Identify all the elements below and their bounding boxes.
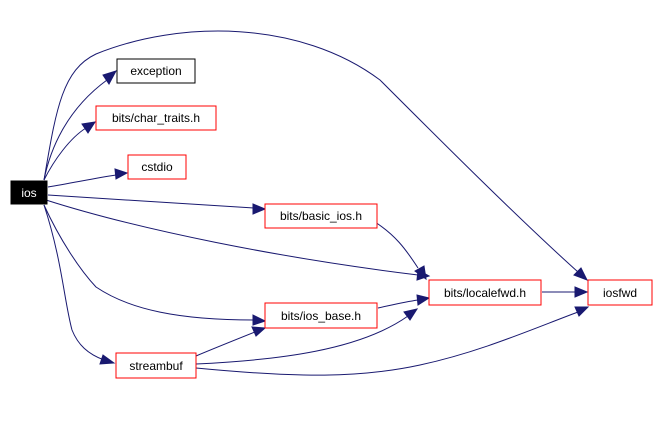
node-ios[interactable]: ios [10,180,48,205]
edge-streambuf-to-iosfwd-arrowhead [574,306,590,317]
edge-basic-ios-to-localefwd-arrowhead [414,265,427,281]
node-ios-base[interactable]: bits/ios_base.h [264,302,378,329]
edge-ios-to-streambuf [43,204,105,361]
edge-ios-to-ios-base-arrowhead [252,314,267,326]
edge-ios-to-exception-arrowhead [102,70,118,85]
edges [43,30,590,376]
node-ios-base-label: bits/ios_base.h [281,309,361,323]
edge-ios-to-localefwd [45,199,419,276]
edge-ios-to-iosfwd [43,30,579,273]
node-streambuf-label: streambuf [129,359,183,373]
edge-ios-to-char-traits [43,127,87,181]
node-ios-label: ios [21,186,36,200]
node-basic-ios[interactable]: bits/basic_ios.h [264,203,378,229]
node-cstdio[interactable]: cstdio [127,154,187,180]
node-iosfwd[interactable]: iosfwd [587,279,653,306]
edge-streambuf-to-ios-base [195,331,256,357]
node-exception[interactable]: exception [116,58,196,84]
edge-basic-ios-to-localefwd [374,221,419,269]
edge-streambuf-to-localefwd [195,315,409,365]
node-char-traits[interactable]: bits/char_traits.h [95,105,217,131]
edge-ios-base-to-localefwd-arrowhead [416,294,431,306]
node-exception-label: exception [130,64,181,78]
edge-streambuf-to-iosfwd [195,311,579,376]
edge-ios-to-ios-base [43,204,255,321]
node-streambuf[interactable]: streambuf [115,352,197,379]
node-basic-ios-label: bits/basic_ios.h [280,209,362,223]
edge-streambuf-to-localefwd-arrowhead [403,308,419,321]
edge-ios-to-basic-ios-arrowhead [252,203,267,215]
edge-ios-to-iosfwd-arrowhead [573,267,589,281]
edge-ios-to-streambuf-arrowhead [99,354,116,365]
edge-streambuf-to-ios-base-arrowhead [251,326,267,337]
edge-localefwd-to-iosfwd-arrowhead [574,286,589,298]
edge-ios-to-exception [43,79,108,181]
node-cstdio-label: cstdio [141,160,173,174]
edge-ios-base-to-localefwd [377,299,419,309]
node-iosfwd-label: iosfwd [603,286,637,300]
edge-ios-to-basic-ios [47,194,255,209]
node-localefwd[interactable]: bits/localefwd.h [428,279,542,306]
node-localefwd-label: bits/localefwd.h [444,286,526,300]
edge-ios-to-cstdio [47,174,117,188]
nodes: ios exception bits/char_traits.h cstdio … [10,58,653,379]
edge-ios-to-cstdio-arrowhead [114,168,129,180]
node-char-traits-label: bits/char_traits.h [112,111,200,125]
edge-ios-to-char-traits-arrowhead [81,121,97,134]
